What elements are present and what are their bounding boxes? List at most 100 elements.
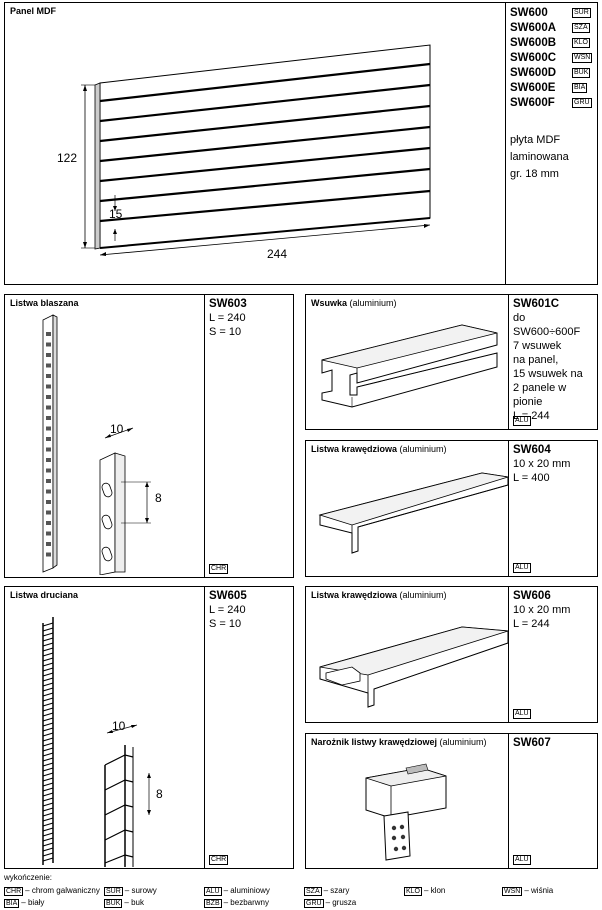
desc-line: płyta MDF xyxy=(510,134,561,146)
product-code: SW604 xyxy=(513,444,551,456)
wire-rung xyxy=(42,657,54,662)
spec-line: na panel, xyxy=(513,354,559,366)
wire-rung xyxy=(42,677,54,682)
slot-hole xyxy=(46,342,51,347)
product-code: SW607 xyxy=(513,737,551,749)
panel-slot-label: 15 xyxy=(109,207,123,221)
wire-rung xyxy=(42,742,54,747)
sw603-section: Listwa blaszana 10 8 SW603 L = 240 S = 1… xyxy=(4,294,294,578)
sw603-info: SW603 L = 240 S = 10 CHR xyxy=(204,295,293,577)
legend-item: SZA– szary xyxy=(304,886,350,896)
sw607-section: Narożnik listwy krawędziowej (aluminium)… xyxy=(305,733,598,869)
wire-rung xyxy=(42,717,54,722)
finish-legend-heading: wykończenie: xyxy=(4,873,53,882)
code-row: SW600E BIA xyxy=(510,80,593,95)
legend-item: CHR– chrom galwaniczny xyxy=(4,886,100,896)
spec-line: 7 wsuwek xyxy=(513,340,562,352)
product-code: SW605 xyxy=(209,590,247,602)
desc-line: gr. 18 mm xyxy=(510,168,559,180)
finish-tag: BIA xyxy=(572,82,588,93)
wire-rung xyxy=(42,647,54,652)
sw607-info: SW607 ALU xyxy=(508,734,597,868)
wire-rung xyxy=(42,852,54,857)
wire-rung xyxy=(42,772,54,777)
wire-rung xyxy=(42,792,54,797)
panel-width-label: 244 xyxy=(267,247,288,261)
spec-line: 15 wsuwek na xyxy=(513,368,583,380)
wire-rung xyxy=(42,782,54,787)
wire-rung xyxy=(42,707,54,712)
legend-item: WSN– wiśnia xyxy=(502,886,554,896)
wire-rung xyxy=(42,747,54,752)
wire-rung xyxy=(42,752,54,757)
spec-line: 2 panele w pionie xyxy=(513,382,567,408)
sw604-section: Listwa krawędziowa (aluminium) SW604 10 … xyxy=(305,440,598,577)
wire-rung xyxy=(42,777,54,782)
product-code: SW600F xyxy=(510,96,555,109)
wire-rung xyxy=(42,622,54,627)
product-code: SW600B xyxy=(510,36,557,49)
wire-rung xyxy=(42,667,54,672)
wire-rung xyxy=(42,812,54,817)
wire-rung xyxy=(42,662,54,667)
spec-line: L = 244 xyxy=(513,618,550,630)
product-code: SW606 xyxy=(513,590,551,602)
spec-line: do SW600÷600F xyxy=(513,312,581,338)
wire-rung xyxy=(42,807,54,812)
slot-hole xyxy=(46,447,51,452)
slot-hole xyxy=(46,416,51,420)
slot-hole xyxy=(46,542,51,546)
legend-item: KLO– klon xyxy=(404,886,446,896)
slot-hole xyxy=(46,374,51,378)
desc-line: laminowana xyxy=(510,151,569,163)
sw606-info: SW606 10 x 20 mm L = 244 ALU xyxy=(508,587,597,722)
wire-rung xyxy=(42,642,54,647)
wire-strip-drawing xyxy=(42,617,151,867)
wire-rung xyxy=(42,702,54,707)
product-code: SW600E xyxy=(510,81,556,94)
finish-tag: KLO xyxy=(572,37,591,48)
slot-hole xyxy=(46,332,51,336)
wire-rung xyxy=(42,847,54,852)
finish-tag: WSN xyxy=(572,52,593,63)
slot-hole xyxy=(46,353,51,357)
wire-rung xyxy=(42,727,54,732)
slot-hole xyxy=(46,552,51,557)
panel-description: płyta MDF laminowana gr. 18 mm xyxy=(510,132,593,183)
corner-piece-drawing xyxy=(365,763,447,861)
wire-rung xyxy=(42,762,54,767)
wire-rung xyxy=(42,787,54,792)
slot-hole xyxy=(46,384,51,389)
slot-hole xyxy=(46,489,51,494)
panel-drawing xyxy=(81,44,431,256)
sw601c-info: SW601C do SW600÷600F 7 wsuwek na panel, … xyxy=(508,295,597,429)
spec-line: 10 x 20 mm xyxy=(513,604,571,616)
sheet-strip-drawing xyxy=(42,314,151,575)
slot-hole xyxy=(46,468,51,473)
section-title: Wsuwka (aluminium) xyxy=(311,298,397,308)
product-code: SW603 xyxy=(209,298,247,310)
wire-rung xyxy=(42,712,54,717)
finish-tag: ALU xyxy=(513,709,531,719)
wire-rung xyxy=(42,627,54,632)
wire-rung xyxy=(42,687,54,692)
wire-rung xyxy=(42,697,54,702)
wire-rung xyxy=(42,832,54,837)
wire-rung xyxy=(42,652,54,657)
spec-line: 10 x 20 mm xyxy=(513,458,571,470)
wire-rung xyxy=(42,757,54,762)
code-row: SW600B KLO xyxy=(510,35,593,50)
wire-rung xyxy=(42,802,54,807)
wire-rung xyxy=(42,632,54,637)
spec-line: L = 244 xyxy=(513,410,550,422)
slot-hole xyxy=(46,426,51,431)
legend-item: BZB– bezbarwny xyxy=(204,898,269,908)
wire-rung xyxy=(42,797,54,802)
section-title: Listwa blaszana xyxy=(10,298,79,308)
section-title: Listwa druciana xyxy=(10,590,79,600)
